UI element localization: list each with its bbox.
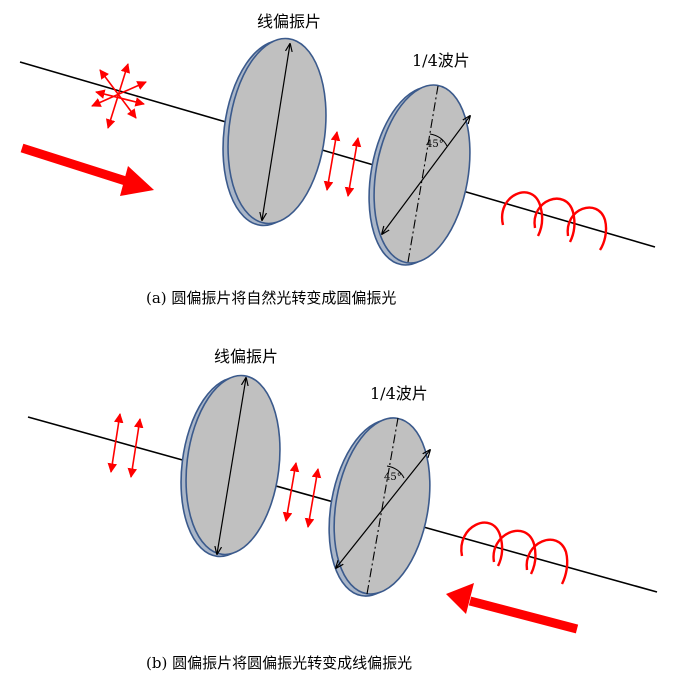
linear-light-b-left <box>107 413 144 478</box>
natural-light-icon <box>91 63 147 129</box>
polarizer-label-b: 线偏振片 <box>214 347 279 366</box>
caption-a: (a) 圆偏振片将自然光转变成圆偏振光 <box>146 289 397 307</box>
quarter-wave-plate-b <box>328 417 443 597</box>
propagation-arrow-left <box>446 583 579 634</box>
propagation-arrow-right <box>20 143 154 196</box>
panel-a <box>19 37 656 266</box>
quarter-wave-label-a: 1/4波片 <box>412 51 470 70</box>
angle-label-a: 45° <box>426 139 444 150</box>
polarizer-label-a: 线偏振片 <box>257 12 322 31</box>
linear-polarizer-a <box>222 37 327 227</box>
caption-b: (b) 圆偏振片将圆偏振光转变成线偏振光 <box>146 654 413 672</box>
linear-light-a <box>323 131 362 197</box>
linear-polarizer-b <box>180 374 281 558</box>
linear-light-b-middle <box>282 462 322 528</box>
angle-label-b: 45° <box>384 472 402 483</box>
quarter-wave-plate-a <box>368 84 483 266</box>
circular-light-b <box>460 521 569 585</box>
panel-b <box>27 374 658 634</box>
circular-light-a <box>500 191 608 251</box>
quarter-wave-label-b: 1/4波片 <box>370 384 428 403</box>
